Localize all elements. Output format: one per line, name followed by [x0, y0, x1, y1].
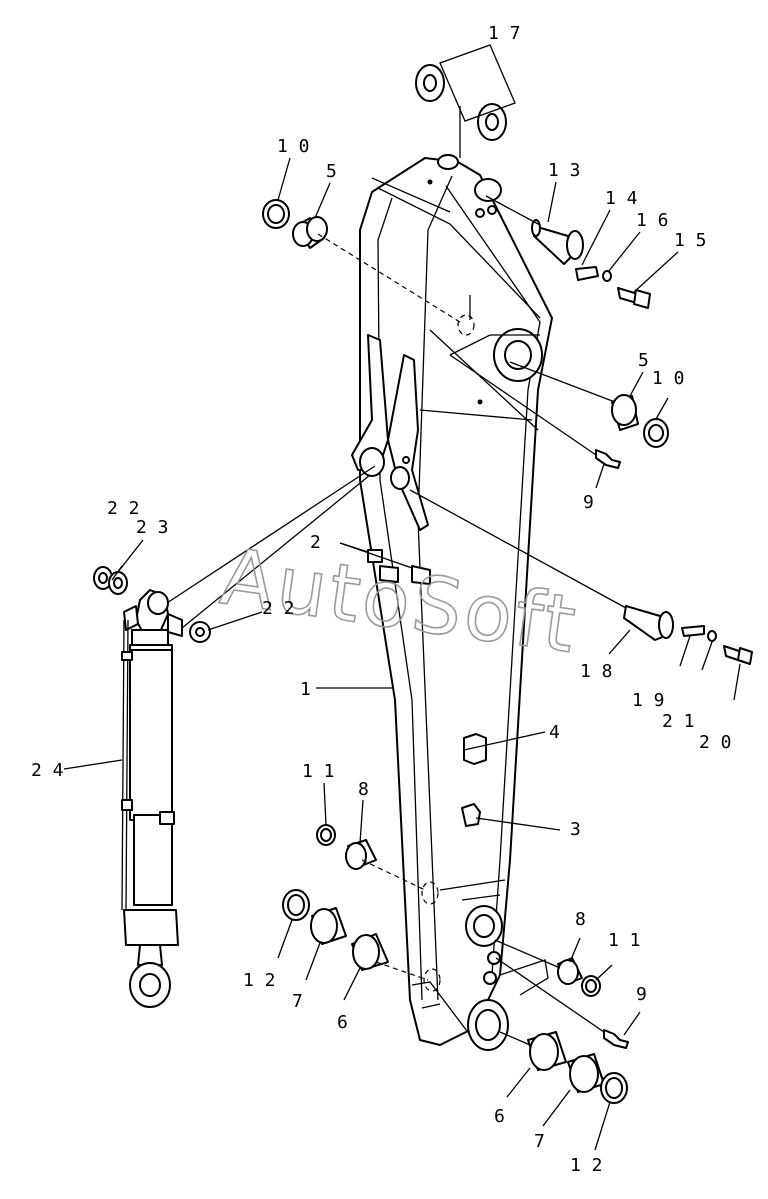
callout-6-left: 6	[337, 1012, 348, 1033]
callout-22-left: 2 2	[107, 498, 140, 519]
group-brackets	[339, 44, 549, 996]
callout-19: 1 9	[632, 690, 665, 711]
callout-labels: 1 7 1 0 5 1 3 1 4 1 6 1 5 5 1 0 9 2 2 2 …	[31, 23, 732, 1176]
callout-15: 1 5	[674, 230, 707, 251]
leader-lines	[63, 157, 741, 1151]
callout-20: 2 0	[699, 732, 732, 753]
callout-23: 2 3	[136, 517, 169, 538]
callout-8-left: 8	[358, 779, 369, 800]
callout-11-right: 1 1	[608, 930, 641, 951]
callout-11-left: 1 1	[302, 761, 335, 782]
callout-24: 2 4	[31, 760, 64, 781]
callout-12-right: 1 2	[570, 1155, 603, 1176]
callout-6-right: 6	[494, 1106, 505, 1127]
callout-9-bottom: 9	[636, 984, 647, 1005]
callout-4: 4	[549, 722, 560, 743]
callout-13: 1 3	[548, 160, 581, 181]
callout-10-top: 1 0	[277, 136, 310, 157]
callout-18: 1 8	[580, 661, 613, 682]
callout-3: 3	[570, 819, 581, 840]
callout-21: 2 1	[662, 711, 695, 732]
callout-5-top: 5	[326, 161, 337, 182]
callout-7-right: 7	[534, 1131, 545, 1152]
hydraulic-cylinder	[121, 589, 183, 1008]
callout-5-right: 5	[638, 350, 649, 371]
callout-7-left: 7	[292, 991, 303, 1012]
hardware-parts	[93, 64, 753, 1104]
arm-body	[351, 154, 553, 1051]
callout-17: 1 7	[488, 23, 521, 44]
callout-1: 1	[300, 679, 311, 700]
callout-2: 2	[310, 532, 321, 553]
callout-14: 1 4	[605, 188, 638, 209]
callout-16: 1 6	[636, 210, 669, 231]
callout-12-left: 1 2	[243, 970, 276, 991]
callout-8-right: 8	[575, 909, 586, 930]
callout-9-top: 9	[583, 492, 594, 513]
callout-22-mid: 2 2	[262, 598, 295, 619]
callout-10-right: 1 0	[652, 368, 685, 389]
